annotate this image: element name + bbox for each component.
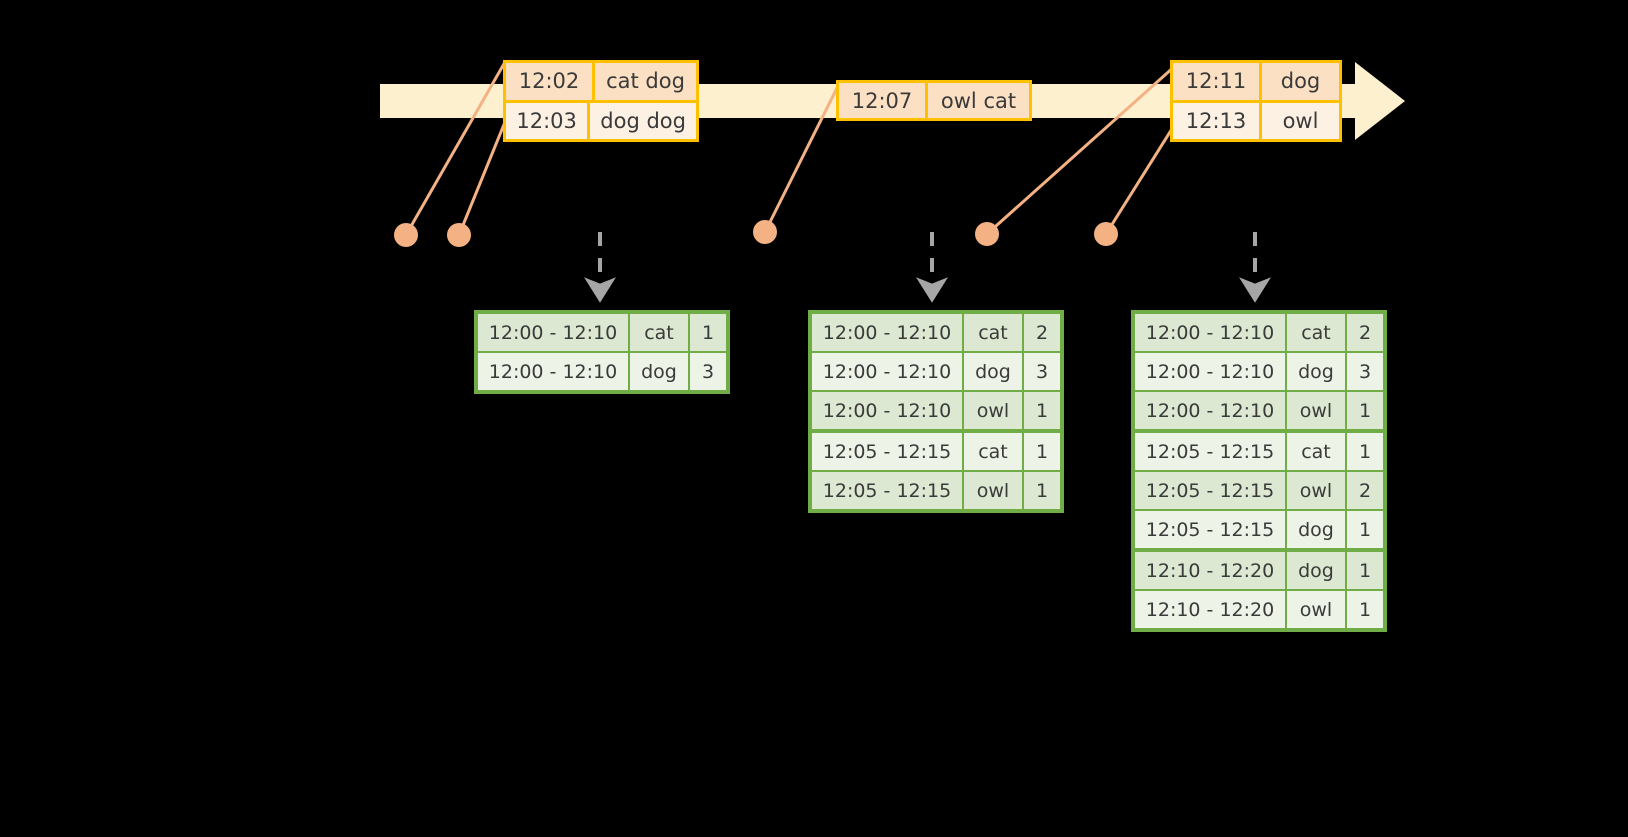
connector-4-dot [975, 222, 999, 246]
connector-5-line [1104, 123, 1177, 235]
cell-window: 12:05 - 12:15 [812, 433, 964, 470]
event-box-2: 12:07 owl cat [836, 80, 1032, 121]
event-row: 12:03 dog dog [506, 99, 696, 139]
cell-count: 1 [1035, 399, 1049, 422]
cell-window: 12:10 - 12:20 [1135, 552, 1287, 589]
event-words: owl cat [940, 88, 1017, 113]
event-box-1: 12:02 cat dog 12:03 dog dog [503, 60, 699, 142]
cell-count: 1 [701, 321, 715, 344]
event-time: 12:11 [1173, 63, 1262, 100]
connector-group [394, 61, 1177, 247]
cell-key: cat [1287, 314, 1347, 351]
cell-key: dog [1287, 353, 1347, 390]
event-words: dog dog [600, 108, 686, 133]
cell-key: dog [630, 353, 690, 390]
cell-window: 12:10 - 12:20 [1135, 591, 1287, 628]
cell-count: 3 [701, 360, 715, 383]
event-words: dog [1280, 69, 1321, 94]
cell-count: 1 [1358, 559, 1372, 582]
cell-key: owl [1287, 392, 1347, 429]
cell-key: cat [964, 314, 1024, 351]
event-row: 12:11 dog [1173, 63, 1339, 100]
event-box-3: 12:11 dog 12:13 owl [1170, 60, 1342, 142]
event-words: cat dog [606, 69, 685, 94]
cell-key: cat [964, 433, 1024, 470]
event-time: 12:07 [839, 83, 928, 118]
cell-window: 12:00 - 12:10 [812, 314, 964, 351]
event-time: 12:03 [506, 102, 591, 139]
cell-window: 12:00 - 12:10 [1135, 353, 1287, 390]
cell-window: 12:00 - 12:10 [478, 353, 630, 390]
cell-count: 1 [1358, 518, 1372, 541]
cell-count: 1 [1358, 399, 1372, 422]
event-row: 12:13 owl [1173, 99, 1339, 139]
event-time: 12:02 [506, 63, 595, 100]
cell-key: owl [964, 472, 1024, 509]
cell-window: 12:05 - 12:15 [1135, 511, 1287, 548]
connector-5-dot [1094, 222, 1118, 246]
cell-window: 12:00 - 12:10 [1135, 314, 1287, 351]
event-row: 12:07 owl cat [839, 83, 1029, 118]
event-words: owl [1282, 108, 1319, 133]
cell-count: 3 [1035, 360, 1049, 383]
cell-key: dog [1287, 511, 1347, 548]
cell-key: cat [1287, 433, 1347, 470]
cell-key: dog [964, 353, 1024, 390]
event-time: 12:13 [1173, 102, 1262, 139]
connector-4-line [986, 64, 1176, 236]
cell-key: owl [1287, 591, 1347, 628]
cell-count: 1 [1358, 598, 1372, 621]
cell-key: cat [630, 314, 690, 351]
cell-window: 12:05 - 12:15 [1135, 433, 1287, 470]
cell-window: 12:00 - 12:10 [812, 353, 964, 390]
connector-2-dot [447, 223, 471, 247]
cell-count: 2 [1035, 321, 1049, 344]
dashed-arrow-group [584, 232, 1271, 303]
cell-key: owl [964, 392, 1024, 429]
cell-window: 12:05 - 12:15 [1135, 472, 1287, 509]
cell-key: dog [1287, 552, 1347, 589]
connector-1-dot [394, 223, 418, 247]
cell-window: 12:00 - 12:10 [812, 392, 964, 429]
cell-window: 12:05 - 12:15 [812, 472, 964, 509]
cell-count: 1 [1358, 440, 1372, 463]
cell-count: 1 [1035, 479, 1049, 502]
cell-count: 3 [1358, 360, 1372, 383]
connector-2-line [457, 121, 507, 236]
connector-1-line [404, 61, 507, 236]
connector-3-dot [753, 220, 777, 244]
event-row: 12:02 cat dog [506, 63, 696, 100]
cell-count: 1 [1035, 440, 1049, 463]
cell-count: 2 [1358, 321, 1372, 344]
cell-window: 12:00 - 12:10 [1135, 392, 1287, 429]
cell-count: 2 [1358, 479, 1372, 502]
cell-key: owl [1287, 472, 1347, 509]
connector-3-line [763, 81, 842, 233]
cell-window: 12:00 - 12:10 [478, 314, 630, 351]
